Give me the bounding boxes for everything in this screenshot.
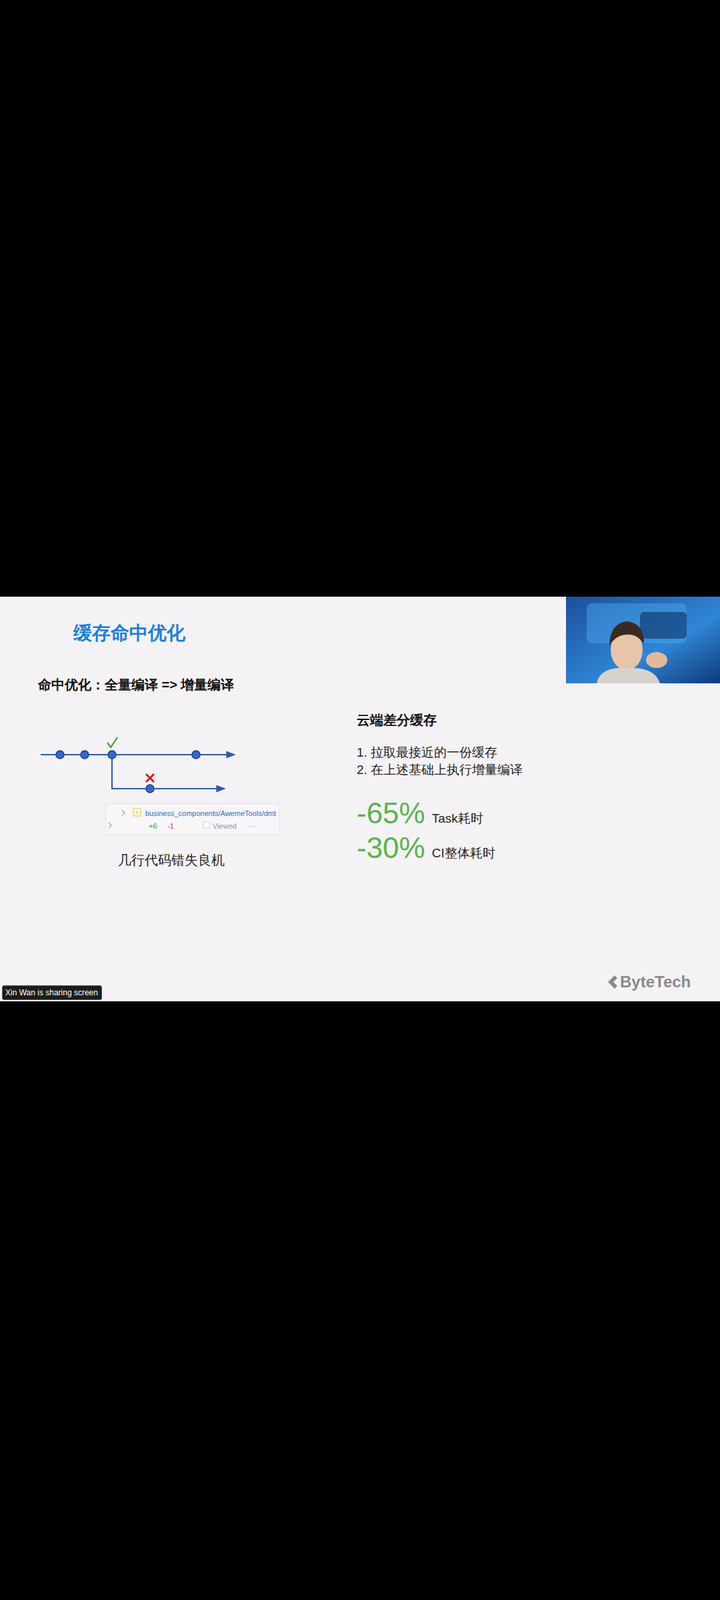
caption-text: 几行代码错失良机: [118, 851, 225, 869]
added-count: +6: [148, 821, 158, 831]
more-menu: ···: [247, 821, 255, 831]
metric-value: -65%: [356, 794, 426, 832]
viewed-label: Viewed: [212, 821, 237, 831]
commit-dot: [146, 784, 154, 793]
subtitle: 命中优化：全量编译 => 增量编译: [38, 676, 234, 694]
webcam-thumbnail: [566, 596, 720, 684]
sharing-badge: Xin Wan is sharing screen: [2, 985, 102, 1000]
check-mark: [107, 737, 118, 748]
commit-dot: [192, 750, 200, 759]
commit-dot: [56, 750, 64, 759]
branch-line: [112, 754, 225, 789]
commit-dot: [80, 750, 89, 759]
metric-value: -30%: [356, 828, 426, 867]
main-line: [40, 754, 235, 756]
list-item: 1. 拉取最接近的一份缓存: [356, 744, 498, 762]
file-path: business_components/AwemeTools/dmt: [145, 808, 276, 818]
logo-icon: [608, 975, 618, 989]
metric-label: Task耗时: [432, 810, 484, 828]
badge-text: Xin Wan is sharing screen: [5, 988, 98, 999]
branch-timeline: [40, 737, 235, 793]
slide-title: 缓存命中优化: [73, 621, 186, 646]
metric-label: CI整体耗时: [432, 845, 496, 862]
list-item: 2. 在上述基础上执行增量编译: [356, 762, 523, 779]
commit-dot: [108, 750, 116, 759]
diff-file-row: business_components/AwemeTools/dmt +6 -1 Vi…: [105, 803, 280, 836]
cross-mark: [146, 774, 154, 782]
logo-text: ByteTech: [620, 971, 691, 992]
removed-count: -1: [167, 821, 174, 831]
section-heading: 云端差分缓存: [356, 711, 437, 729]
